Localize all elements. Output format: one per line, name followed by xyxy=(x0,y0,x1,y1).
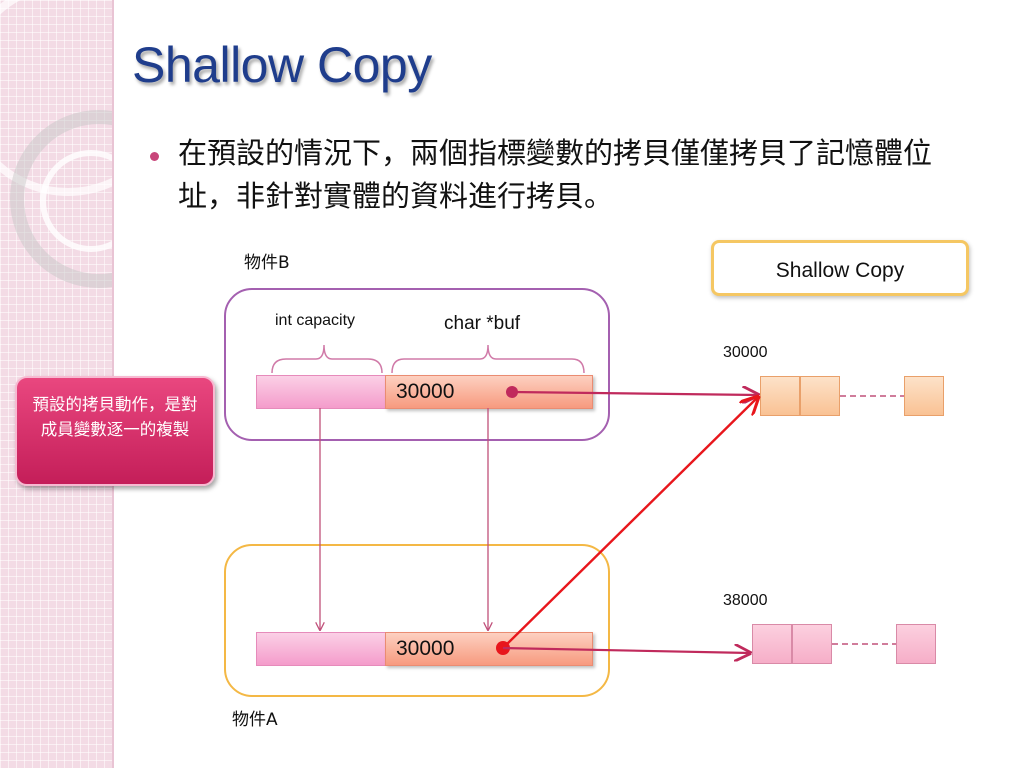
int-capacity-label: int capacity xyxy=(275,312,356,329)
object-b-container xyxy=(224,288,610,441)
capacity-brace xyxy=(271,344,383,374)
memory-cell xyxy=(896,624,936,664)
object-a-secondary-arrow xyxy=(502,648,750,653)
memory-cell xyxy=(800,376,840,416)
char-buf-label: char *buf xyxy=(444,313,521,334)
object-b-label: 物件B xyxy=(244,253,290,273)
memory-cell xyxy=(752,624,792,664)
object-a-label: 物件A xyxy=(232,710,278,730)
object-a-container xyxy=(224,544,610,697)
object-a-capacity-cell xyxy=(256,632,386,666)
decorative-ring xyxy=(40,150,112,252)
shallow-copy-label-box: Shallow Copy xyxy=(711,240,969,296)
buf-brace xyxy=(391,344,585,374)
memory-address-1: 30000 xyxy=(723,344,768,361)
memory-address-2: 38000 xyxy=(723,592,768,609)
slide-title: Shallow Copy xyxy=(132,37,432,93)
bullet-text: 在預設的情況下，兩個指標變數的拷貝僅僅拷貝了記憶體位址，非針對實體的資料進行拷貝… xyxy=(178,136,933,213)
memory-cell xyxy=(904,376,944,416)
object-b-buf-value: 30000 xyxy=(396,380,455,403)
object-b-pointer-arrow xyxy=(511,392,758,395)
bullet-dot-icon xyxy=(150,152,159,161)
memory-cell xyxy=(792,624,832,664)
object-a-buf-value: 30000 xyxy=(396,637,455,660)
object-a-pointer-arrow xyxy=(502,397,758,649)
callout-box: 預設的拷貝動作，是對成員變數逐一的複製 xyxy=(15,376,215,486)
object-b-capacity-cell xyxy=(256,375,386,409)
